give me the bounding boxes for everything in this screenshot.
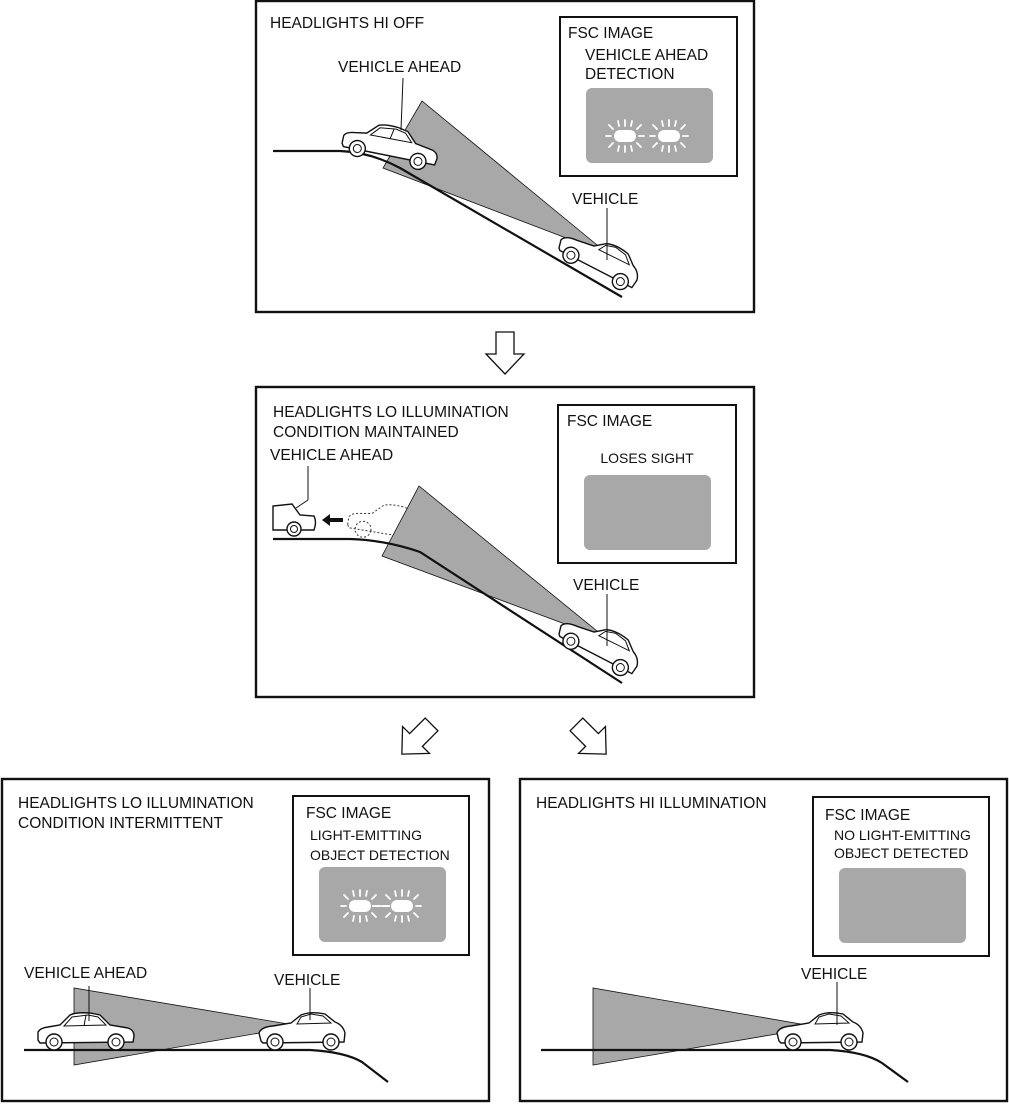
fsc-caption: LOSES SIGHT bbox=[600, 450, 694, 466]
vehicle-ahead-car bbox=[272, 503, 317, 537]
flow-arrow-down-icon bbox=[485, 331, 525, 375]
road bbox=[273, 149, 623, 298]
panel-headlights-lo-intermittent: HEADLIGHTS LO ILLUMINATION CONDITION INT… bbox=[0, 777, 491, 1103]
vehicle-label: VEHICLE bbox=[801, 966, 867, 983]
panel-headlights-hi-off: HEADLIGHTS HI OFF FSC IMAGE VEHICLE AHEA… bbox=[254, 0, 756, 314]
fsc-caption-line-1: NO LIGHT-EMITTING bbox=[834, 827, 971, 843]
vehicle-label: VEHICLE bbox=[572, 191, 638, 208]
fsc-caption-line-2: OBJECT DETECTION bbox=[310, 847, 450, 863]
fsc-caption-line-1: VEHICLE AHEAD bbox=[585, 47, 708, 64]
fsc-screen bbox=[586, 88, 713, 163]
road bbox=[273, 537, 623, 684]
fsc-image-box: FSC IMAGE LOSES SIGHT bbox=[557, 404, 737, 564]
panel-headlights-hi-illumination: HEADLIGHTS HI ILLUMINATION FSC IMAGE NO … bbox=[518, 777, 1009, 1103]
headlight-beam bbox=[592, 987, 819, 1066]
panel-title: HEADLIGHTS HI OFF bbox=[270, 15, 424, 32]
vehicle-label: VEHICLE bbox=[274, 972, 340, 989]
fsc-screen bbox=[584, 475, 711, 550]
vehicle-ahead-label: VEHICLE AHEAD bbox=[24, 965, 147, 982]
vehicle-label: VEHICLE bbox=[573, 577, 639, 594]
fsc-title: FSC IMAGE bbox=[568, 25, 653, 42]
fsc-image-box: FSC IMAGE VEHICLE AHEAD DETECTION bbox=[559, 16, 738, 177]
panel-title-line-1: HEADLIGHTS LO ILLUMINATION bbox=[18, 795, 254, 812]
fsc-image-box: FSC IMAGE NO LIGHT-EMITTING OBJECT DETEC… bbox=[812, 796, 990, 957]
road bbox=[541, 1048, 909, 1083]
fsc-title: FSC IMAGE bbox=[825, 807, 910, 824]
headlight-beam bbox=[381, 485, 609, 641]
fsc-caption-line-2: OBJECT DETECTED bbox=[834, 845, 968, 861]
panel-title-line-2: CONDITION INTERMITTENT bbox=[18, 815, 223, 832]
flow-arrow-down-left-icon bbox=[387, 710, 446, 769]
fsc-caption-line-2: DETECTION bbox=[585, 66, 675, 83]
fsc-title: FSC IMAGE bbox=[567, 413, 652, 430]
panel-headlights-lo-maintained: HEADLIGHTS LO ILLUMINATION CONDITION MAI… bbox=[254, 385, 756, 699]
leader-line bbox=[400, 77, 404, 131]
vehicle-ahead-label: VEHICLE AHEAD bbox=[338, 59, 461, 76]
panel-title-line-1: HEADLIGHTS LO ILLUMINATION bbox=[273, 404, 509, 421]
flow-arrow-down-right-icon bbox=[562, 710, 621, 769]
fsc-title: FSC IMAGE bbox=[306, 805, 391, 822]
vehicle-ahead-label: VEHICLE AHEAD bbox=[270, 447, 393, 464]
road bbox=[24, 1048, 389, 1083]
fsc-caption-line-1: LIGHT-EMITTING bbox=[310, 827, 422, 843]
fsc-screen bbox=[839, 868, 966, 943]
panel-title: HEADLIGHTS HI ILLUMINATION bbox=[536, 795, 767, 812]
arrow-left-icon bbox=[322, 514, 343, 526]
fsc-image-box: FSC IMAGE LIGHT-EMITTING OBJECT DETECTIO… bbox=[292, 795, 470, 956]
fsc-screen bbox=[319, 867, 446, 942]
panel-title-line-2: CONDITION MAINTAINED bbox=[273, 424, 459, 441]
